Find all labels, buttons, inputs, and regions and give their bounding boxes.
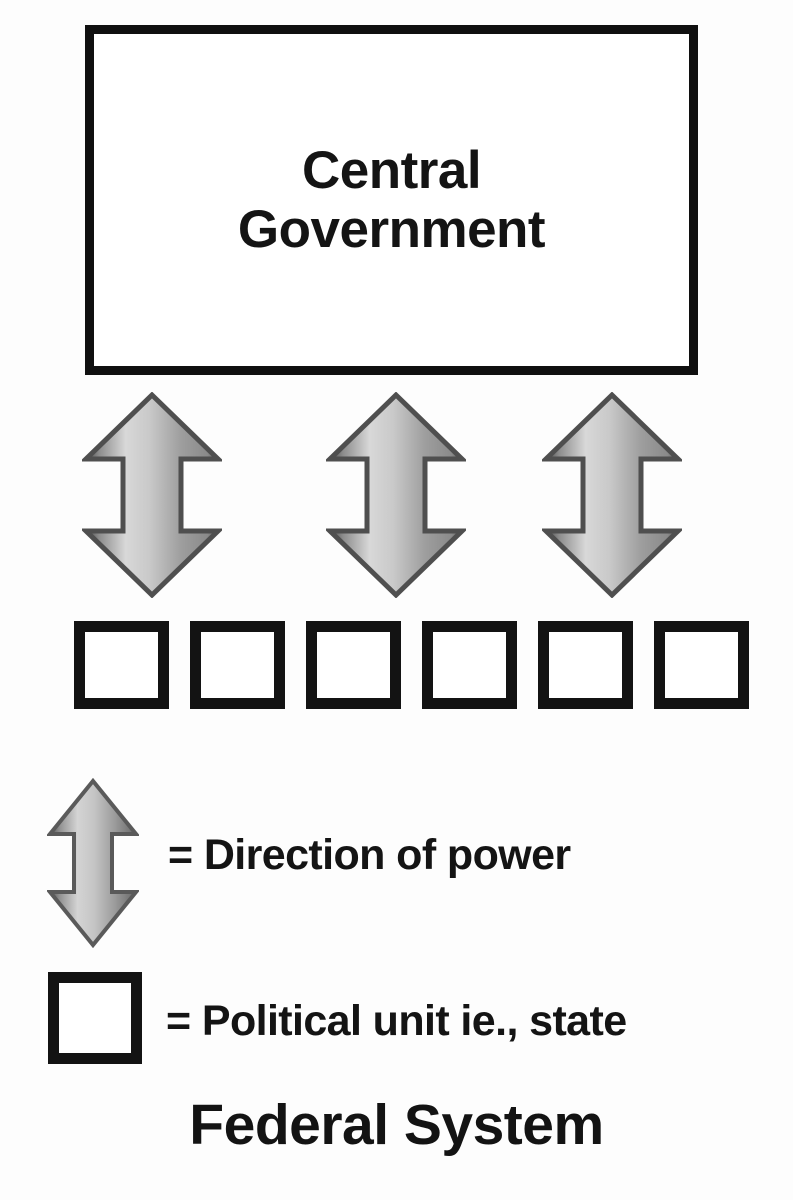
legend-item-direction-of-power: = Direction of power (168, 826, 571, 884)
political-unit-square-3 (306, 621, 401, 709)
power-arrow-2 (326, 392, 466, 598)
political-unit-square-1 (74, 621, 169, 709)
central-government-label: Central Government (237, 140, 546, 259)
legend-double-arrow-icon (47, 778, 139, 948)
power-arrow-1 (82, 392, 222, 598)
political-unit-square-4 (422, 621, 517, 709)
legend-label-direction-of-power: = Direction of power (168, 830, 571, 879)
legend-item-political-unit: = Political unit ie., state (166, 992, 627, 1050)
legend-square-icon (48, 972, 142, 1064)
political-unit-square-5 (538, 621, 633, 709)
political-unit-square-2 (190, 621, 285, 709)
legend-label-political-unit: = Political unit ie., state (166, 996, 627, 1045)
central-government-node: Central Government (85, 25, 698, 375)
political-unit-square-6 (654, 621, 749, 709)
diagram-caption: Federal System (189, 1093, 604, 1157)
power-arrow-3 (542, 392, 682, 598)
